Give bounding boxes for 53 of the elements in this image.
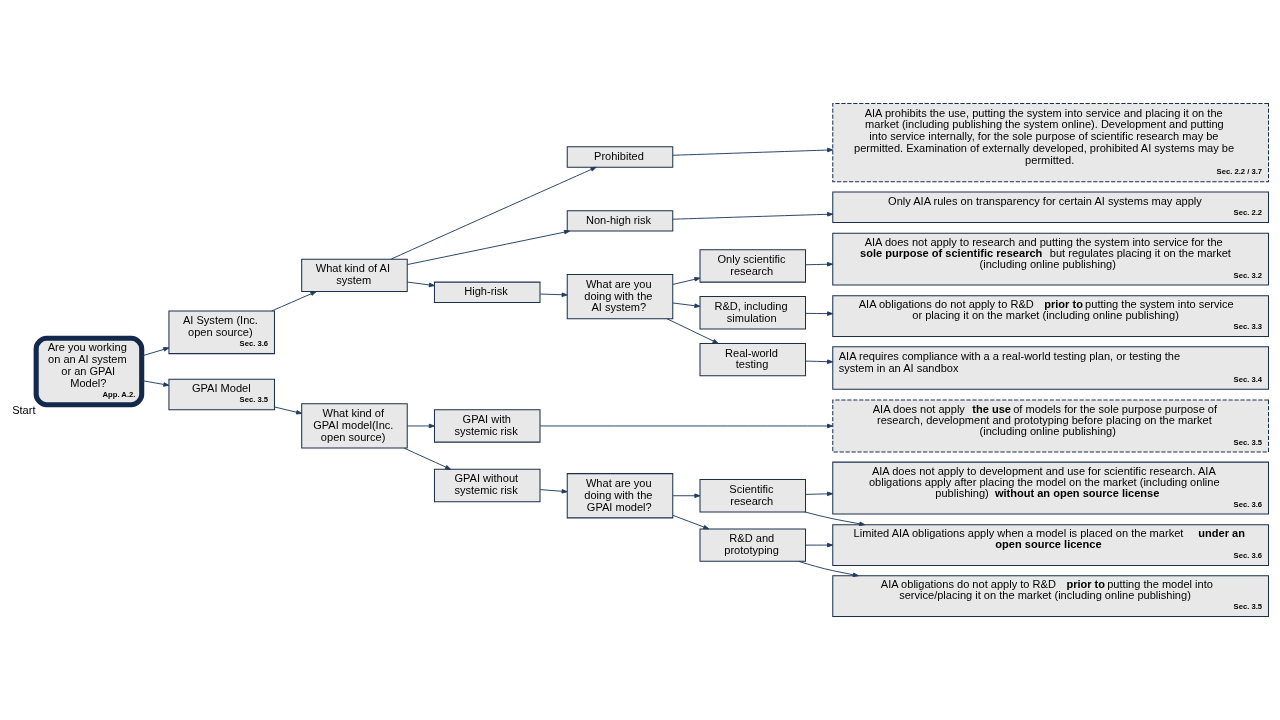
arrow bbox=[271, 291, 317, 312]
arrow bbox=[805, 359, 834, 364]
node-box: AIA does not apply to research and putting the system into service for the sole purpose of scientific research but regulates placing it on the market (including online publishing) Sec. 3.2 bbox=[832, 232, 1269, 286]
arrow bbox=[805, 491, 834, 497]
node-box: AIA prohibits the use, putting the system into service and placing it on the market (including publishing the system online). Development and putting into service internally, for the sole purpose of scientific research may be permitted. Examination of externally developed, prohibited AI systems may be permitted. Sec. 2.2 / 3.7 bbox=[832, 102, 1269, 183]
node-box: Only AIA rules on transparency for certain AI systems may apply Sec. 2.2 bbox=[832, 191, 1269, 224]
node-box: AIA obligations do not apply to R&D prior to putting the system into service or placing it on the market (including online publishing) Sec. 3.3 bbox=[832, 295, 1269, 338]
node-box: Are you working on an AI system or an GPAI Model? App. A.2. bbox=[33, 335, 145, 408]
arrow bbox=[141, 380, 170, 387]
arrow bbox=[407, 281, 435, 288]
node-box: What are you doing with the GPAI model? bbox=[566, 473, 674, 519]
node-box: GPAI with systemic risk bbox=[433, 409, 541, 443]
arrow bbox=[805, 262, 834, 267]
arrow bbox=[805, 542, 834, 548]
node-box: What kind of GPAI model(Inc. open source) bbox=[301, 403, 408, 449]
node-box: What are you doing with the AI system? bbox=[566, 273, 674, 320]
arrow bbox=[274, 406, 303, 415]
arrow bbox=[672, 514, 710, 530]
arrow bbox=[672, 277, 701, 285]
node-box: Prohibited bbox=[566, 146, 674, 168]
arrow bbox=[407, 423, 435, 429]
arrow bbox=[406, 229, 571, 266]
arrow bbox=[672, 302, 701, 308]
arrow bbox=[804, 511, 866, 527]
node-box: R&D, including simulation bbox=[699, 296, 807, 330]
node-box: Real-world testing bbox=[699, 342, 807, 377]
arrow bbox=[539, 423, 834, 429]
node-box: AIA does not apply to development and use for scientific research. AIA obligations apply after placing the model on the market (including online publishing) without an open source license Sec. 3.6 bbox=[832, 461, 1269, 515]
arrow bbox=[539, 489, 568, 494]
node-box: Non-high risk bbox=[566, 210, 674, 232]
node-box: AIA does not apply the use of models for the sole purpose purpose of research, development and prototyping before placing on the market (including online publishing) Sec. 3.5 bbox=[832, 399, 1269, 453]
node-box: Limited AIA obligations apply when a model is placed on the market under an open source licence Sec. 3.6 bbox=[832, 524, 1269, 567]
node-label: Start bbox=[12, 403, 36, 416]
arrow bbox=[403, 447, 452, 470]
node-box: AIA requires compliance with a a real-world testing plan, or testing the system in an AI sandbox Sec. 3.4 bbox=[832, 346, 1269, 390]
node-box: GPAI without systemic risk bbox=[433, 468, 541, 503]
arrow bbox=[798, 560, 859, 577]
node-box: What kind of AI system bbox=[301, 258, 408, 292]
arrow bbox=[805, 311, 834, 316]
node-box: High-risk bbox=[433, 281, 541, 304]
node-box: R&D and prototyping bbox=[699, 528, 807, 562]
node-box: Scientific research bbox=[699, 479, 807, 513]
node-box: AI System (Inc. open source) Sec. 3.6 bbox=[168, 310, 275, 355]
arrow bbox=[672, 212, 834, 220]
node-box: AIA obligations do not apply to R&D prior to putting the model into service/placing it on the market (including online publishing) Sec. 3.5 bbox=[832, 575, 1269, 618]
node-box: GPAI Model Sec. 3.5 bbox=[168, 378, 275, 411]
arrow bbox=[672, 147, 834, 156]
arrow bbox=[141, 347, 170, 357]
arrow bbox=[666, 318, 719, 344]
arrow bbox=[672, 493, 701, 498]
arrow bbox=[390, 166, 597, 260]
node-box: Only scientific research bbox=[699, 249, 807, 283]
arrow bbox=[539, 292, 568, 297]
